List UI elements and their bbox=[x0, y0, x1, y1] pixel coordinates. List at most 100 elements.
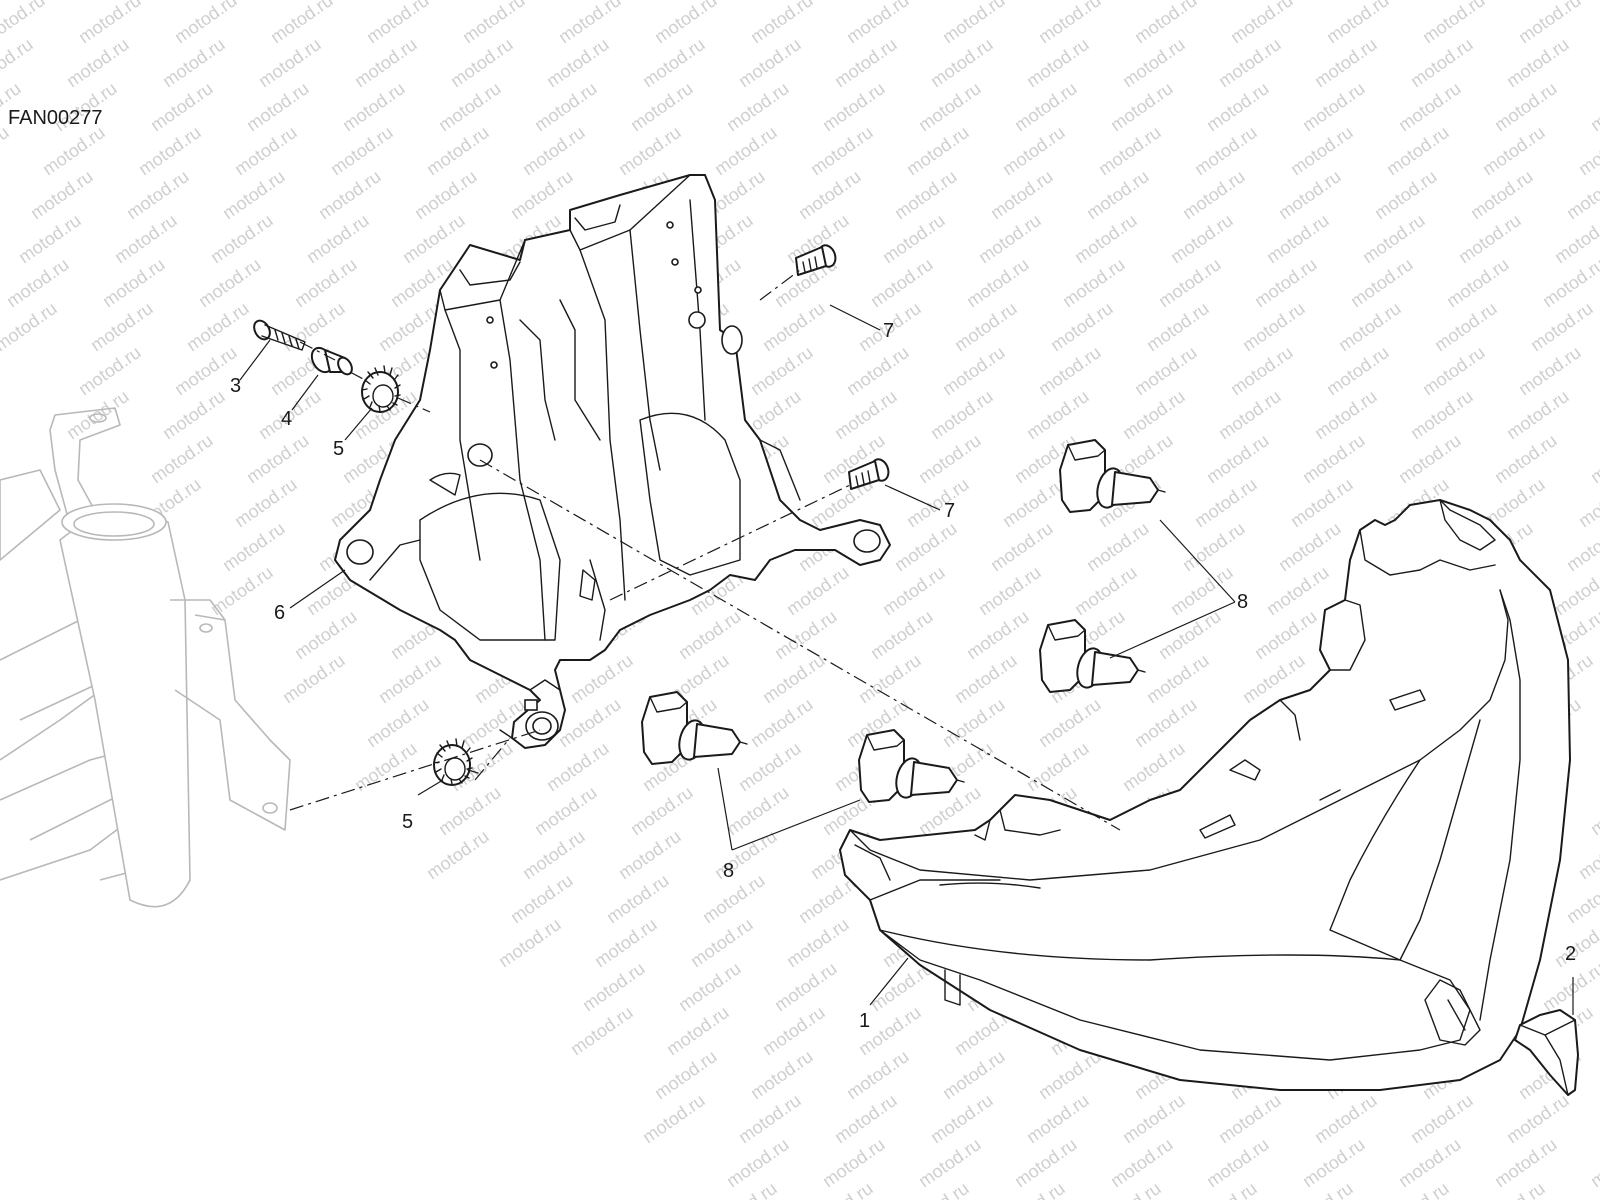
watermark-text: motod.ru bbox=[447, 34, 517, 91]
watermark-text: motod.ru bbox=[255, 34, 325, 91]
watermark-text: motod.ru bbox=[1323, 342, 1393, 399]
watermark-text: motod.ru bbox=[723, 78, 793, 135]
watermark-text: motod.ru bbox=[747, 1046, 817, 1103]
watermark-text: motod.ru bbox=[915, 1134, 985, 1191]
screw-part bbox=[253, 319, 306, 351]
watermark-text: motod.ru bbox=[939, 694, 1009, 751]
watermark-text: motod.ru bbox=[1479, 122, 1549, 179]
watermark-text: motod.ru bbox=[159, 386, 229, 443]
watermark-text: motod.ru bbox=[867, 606, 937, 663]
watermark-text: motod.ru bbox=[1035, 694, 1105, 751]
watermark-text: motod.ru bbox=[675, 606, 745, 663]
watermark-text: motod.ru bbox=[999, 474, 1069, 531]
watermark-text: motod.ru bbox=[675, 958, 745, 1015]
watermark-text: motod.ru bbox=[243, 78, 313, 135]
watermark-text: motod.ru bbox=[1035, 0, 1105, 47]
watermark-text: motod.ru bbox=[987, 166, 1057, 223]
frame-ghost bbox=[0, 407, 291, 908]
watermark-text: motod.ru bbox=[1563, 518, 1600, 575]
watermark-text: motod.ru bbox=[1191, 122, 1261, 179]
callout-5-lower: 5 bbox=[402, 811, 413, 833]
watermark-text: motod.ru bbox=[819, 1134, 889, 1191]
watermark-text: motod.ru bbox=[219, 166, 289, 223]
watermark-text: motod.ru bbox=[831, 1090, 901, 1147]
watermark-text: motod.ru bbox=[135, 122, 205, 179]
watermark-text: motod.ru bbox=[1299, 78, 1369, 135]
watermark-text: motod.ru bbox=[771, 606, 841, 663]
watermark-text: motod.ru bbox=[27, 166, 97, 223]
watermark-text: motod.ru bbox=[1491, 1134, 1561, 1191]
watermark-text: motod.ru bbox=[1275, 166, 1345, 223]
watermark-text: motod.ru bbox=[651, 1046, 721, 1103]
watermark-text: motod.ru bbox=[1071, 210, 1141, 267]
watermark-text: motod.ru bbox=[927, 1090, 997, 1147]
watermark-text: motod.ru bbox=[627, 782, 697, 839]
watermark-text: motod.ru bbox=[1071, 562, 1141, 619]
watermark-text: motod.ru bbox=[1107, 1134, 1177, 1191]
watermark-text: motod.ru bbox=[1311, 34, 1381, 91]
watermark-text: motod.ru bbox=[423, 122, 493, 179]
watermark-text: motod.ru bbox=[1503, 1090, 1573, 1147]
watermark-text: motod.ru bbox=[855, 650, 925, 707]
watermark-text: motod.ru bbox=[735, 34, 805, 91]
watermark-text: motod.ru bbox=[915, 78, 985, 135]
watermark-text: motod.ru bbox=[1311, 386, 1381, 443]
bolt-lower bbox=[848, 458, 890, 490]
grommet-upper bbox=[361, 365, 401, 413]
watermark-text: motod.ru bbox=[399, 210, 469, 267]
watermark-text: motod.ru bbox=[735, 1090, 805, 1147]
watermark-text: motod.ru bbox=[1155, 254, 1225, 311]
watermark-text: motod.ru bbox=[795, 166, 865, 223]
watermark-text: motod.ru bbox=[951, 298, 1021, 355]
watermark-text: motod.ru bbox=[1119, 738, 1189, 795]
grommet-lower bbox=[433, 738, 479, 786]
callout-6: 6 bbox=[274, 602, 285, 624]
watermark-text: motod.ru bbox=[303, 210, 373, 267]
watermark-text: motod.ru bbox=[1407, 386, 1477, 443]
watermark-text: motod.ru bbox=[1299, 1134, 1369, 1191]
watermark-text: motod.ru bbox=[1287, 122, 1357, 179]
watermark-text: motod.ru bbox=[1215, 1090, 1285, 1147]
watermark-text: motod.ru bbox=[1587, 78, 1600, 135]
watermark-text: motod.ru bbox=[1143, 650, 1213, 707]
watermark-text: motod.ru bbox=[1539, 958, 1600, 1015]
watermark-text: motod.ru bbox=[1587, 782, 1600, 839]
watermark-text: motod.ru bbox=[783, 914, 853, 971]
callout-8-right: 8 bbox=[1237, 591, 1248, 613]
watermark-text: motod.ru bbox=[1371, 166, 1441, 223]
watermark-text: motod.ru bbox=[615, 122, 685, 179]
callout-2: 2 bbox=[1565, 943, 1576, 965]
watermark-text: motod.ru bbox=[1563, 870, 1600, 927]
watermark-text: motod.ru bbox=[843, 342, 913, 399]
headlight-assembly bbox=[839, 499, 1571, 1091]
watermark-text: motod.ru bbox=[1203, 78, 1273, 135]
watermark-text: motod.ru bbox=[375, 650, 445, 707]
watermark-text: motod.ru bbox=[1383, 122, 1453, 179]
watermark-text: motod.ru bbox=[459, 0, 529, 47]
watermark-text: motod.ru bbox=[927, 386, 997, 443]
watermark-text: motod.ru bbox=[831, 34, 901, 91]
watermark-text: motod.ru bbox=[1023, 386, 1093, 443]
watermark-text: motod.ru bbox=[1227, 0, 1297, 47]
watermark-text: motod.ru bbox=[903, 474, 973, 531]
watermark-text: motod.ru bbox=[819, 78, 889, 135]
watermark-text: motod.ru bbox=[1503, 386, 1573, 443]
watermark-text: motod.ru bbox=[1407, 34, 1477, 91]
watermark-text: motod.ru bbox=[1347, 254, 1417, 311]
watermark-text: motod.ru bbox=[783, 562, 853, 619]
leader-lines bbox=[239, 304, 1574, 1015]
bulb-lower-right bbox=[1039, 619, 1146, 693]
watermark-text: motod.ru bbox=[639, 1090, 709, 1147]
watermark-text: motod.ru bbox=[1275, 518, 1345, 575]
watermark-text: motod.ru bbox=[1443, 254, 1513, 311]
watermark-text: motod.ru bbox=[0, 298, 60, 355]
callout-1: 1 bbox=[859, 1010, 870, 1032]
watermark-text: motod.ru bbox=[279, 298, 349, 355]
watermark-text: motod.ru bbox=[1047, 298, 1117, 355]
watermark-text: motod.ru bbox=[579, 958, 649, 1015]
watermark-text: motod.ru bbox=[1095, 122, 1165, 179]
watermark-text: motod.ru bbox=[1215, 386, 1285, 443]
watermark-text: motod.ru bbox=[63, 34, 133, 91]
watermark-text: motod.ru bbox=[1587, 1134, 1600, 1191]
